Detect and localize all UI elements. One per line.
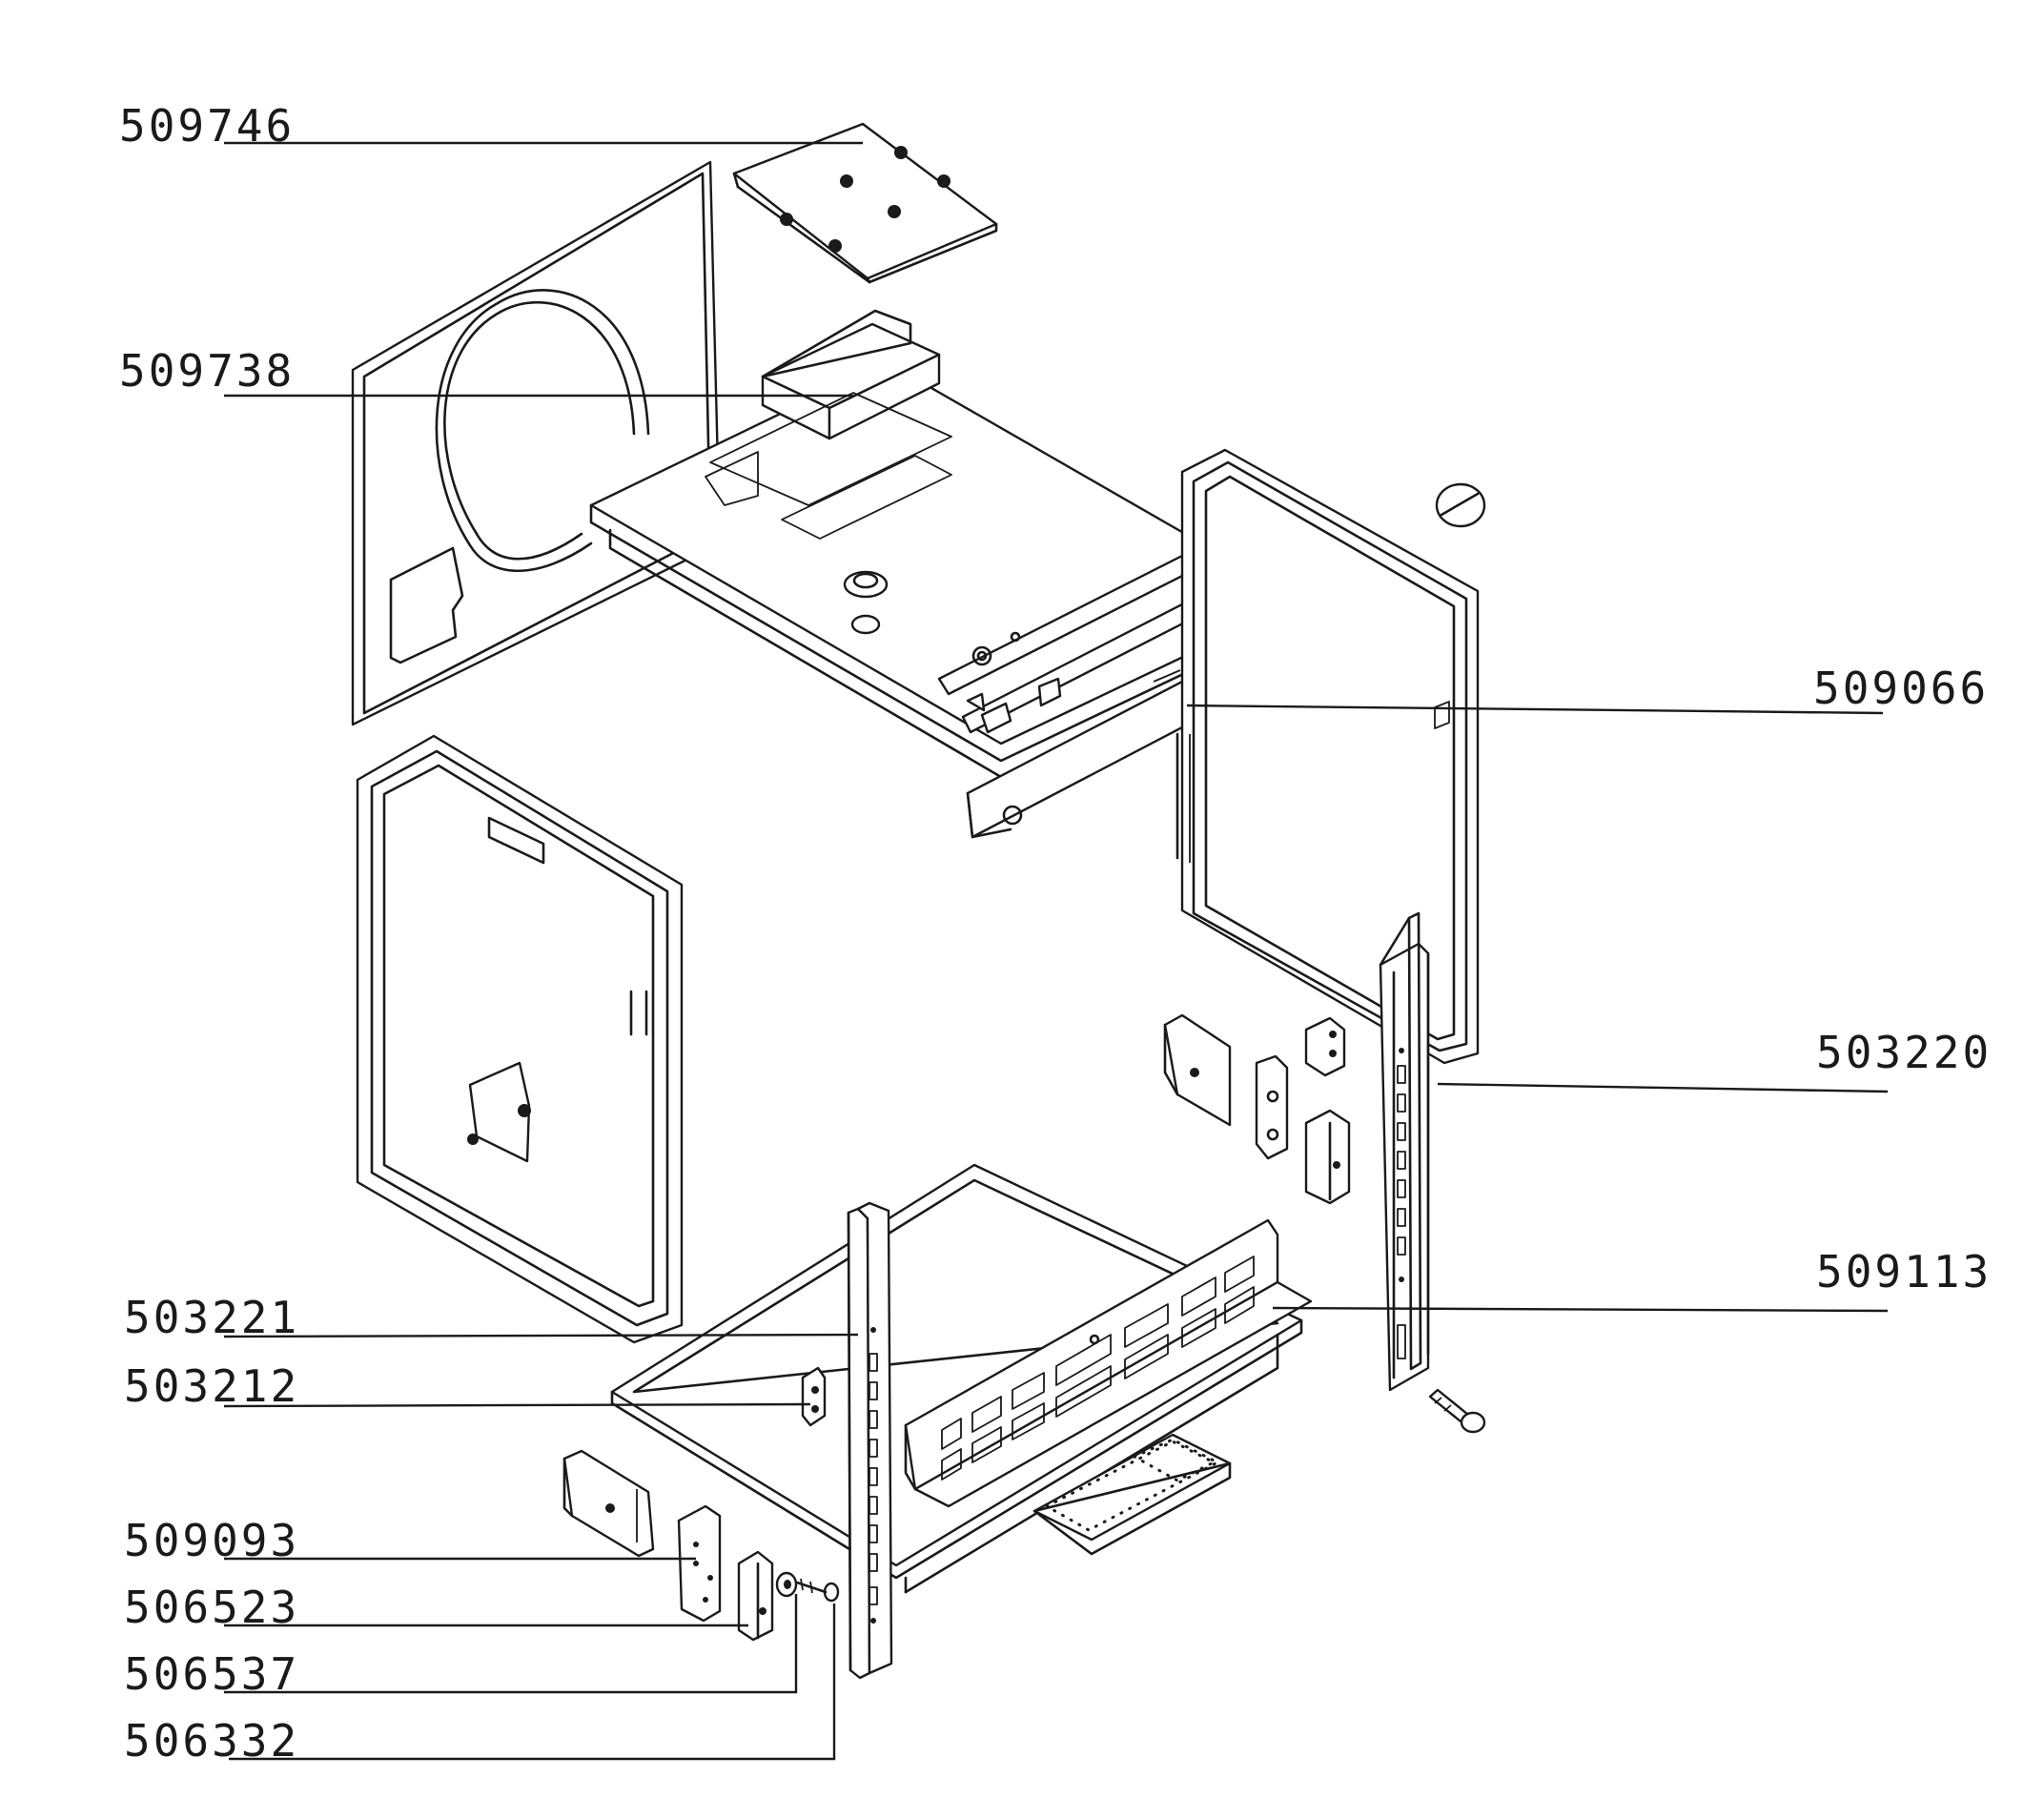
- left-vertical-rail-part: [847, 1201, 893, 1680]
- hinge-bracket-group-right: [1163, 1013, 1351, 1205]
- part-number-labels: 509746 509738 509066 503220 509113 50322…: [119, 100, 1992, 1767]
- screw-left: [795, 1578, 840, 1603]
- label-509066: 509066: [1813, 663, 1989, 714]
- top-plate-part: [732, 122, 998, 284]
- small-bracket-part: [801, 1366, 827, 1427]
- label-503220: 503220: [1816, 1027, 1992, 1078]
- label-503221: 503221: [124, 1292, 299, 1343]
- ceiling-panel-part: [589, 309, 1303, 779]
- leader-lines: [223, 141, 1889, 1761]
- hinge-bracket-group-left: [562, 1449, 774, 1642]
- label-509113: 509113: [1816, 1246, 1992, 1297]
- left-side-panel: [356, 734, 684, 1344]
- label-509738: 509738: [119, 345, 295, 397]
- front-vent-strip-part: [904, 1218, 1313, 1508]
- label-503212: 503212: [124, 1360, 299, 1412]
- floor-panel: [610, 1163, 1303, 1594]
- rear-left-panel: [351, 160, 722, 726]
- label-506523: 506523: [124, 1582, 299, 1633]
- rail-slots-left: [869, 1327, 878, 1624]
- washer-part: [775, 1571, 798, 1598]
- screw-right: [1428, 1388, 1486, 1434]
- label-506332: 506332: [124, 1715, 299, 1767]
- rail-slots-right: [1397, 1048, 1406, 1359]
- label-509093: 509093: [124, 1515, 299, 1566]
- label-506537: 506537: [124, 1648, 299, 1700]
- label-509746: 509746: [119, 100, 295, 152]
- right-vertical-rail-part: [1379, 911, 1430, 1392]
- vent-slots: [941, 1256, 1255, 1481]
- right-side-panel: [1175, 448, 1486, 1065]
